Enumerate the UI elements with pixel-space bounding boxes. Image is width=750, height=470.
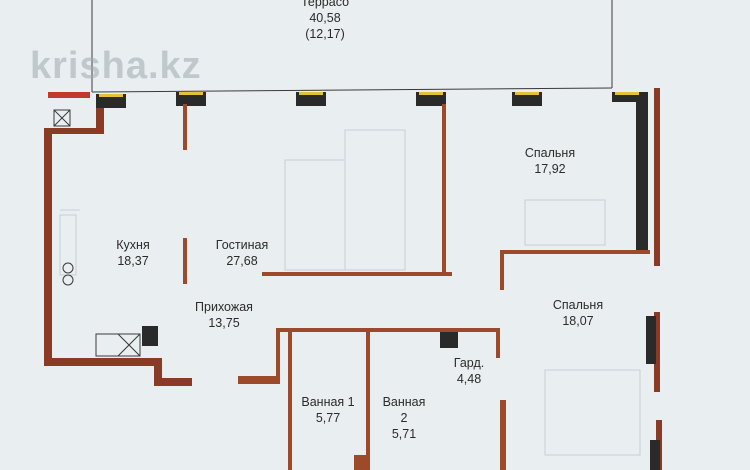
structural-walls: [96, 92, 660, 470]
room-label-kitchen: Кухня 18,37: [116, 237, 149, 269]
room-area-sub: (12,17): [305, 27, 345, 41]
appliance-symbols: [53, 109, 141, 357]
room-area: 17,92: [534, 162, 566, 176]
room-area: 27,68: [226, 254, 258, 268]
wall-marker: [48, 92, 90, 98]
room-label-bedroom-1: Спальня 17,92: [525, 145, 575, 177]
room-label-bath-1: Ванная 1 5,77: [301, 394, 354, 426]
room-area: 13,75: [208, 316, 240, 330]
room-label-terrace: Террасо 40,58 (12,17): [301, 0, 349, 42]
room-area: 40,58: [309, 11, 341, 25]
room-area: 18,37: [117, 254, 149, 268]
room-label-bath-2: Ванная 2 5,71: [383, 394, 426, 442]
interior-partitions: [183, 104, 650, 470]
room-area: 5,71: [391, 427, 417, 441]
room-area: 5,77: [315, 411, 341, 425]
room-label-living: Гостиная 27,68: [216, 237, 268, 269]
room-name: Террасо: [300, 0, 350, 9]
room-name: Гостиная: [215, 238, 269, 252]
room-name: Гард.: [453, 356, 485, 370]
room-name: Ванная 1: [301, 395, 355, 409]
room-name: Кухня: [116, 238, 150, 252]
room-number: 2: [400, 411, 408, 425]
furniture-sketch: [59, 129, 641, 456]
room-area: 18,07: [562, 314, 594, 328]
terrace-outline: [91, 0, 613, 93]
window-accents: [99, 92, 639, 97]
room-name: Спальня: [524, 146, 576, 160]
room-label-wardrobe: Гард. 4,48: [454, 355, 484, 387]
room-label-bedroom-2: Спальня 18,07: [553, 297, 603, 329]
room-name: Прихожая: [195, 300, 253, 314]
room-name: Спальня: [552, 298, 604, 312]
room-name: Ванная: [382, 395, 426, 409]
room-area: 4,48: [456, 372, 482, 386]
watermark: krisha.kz: [30, 45, 202, 87]
room-label-hall: Прихожая 13,75: [195, 299, 253, 331]
